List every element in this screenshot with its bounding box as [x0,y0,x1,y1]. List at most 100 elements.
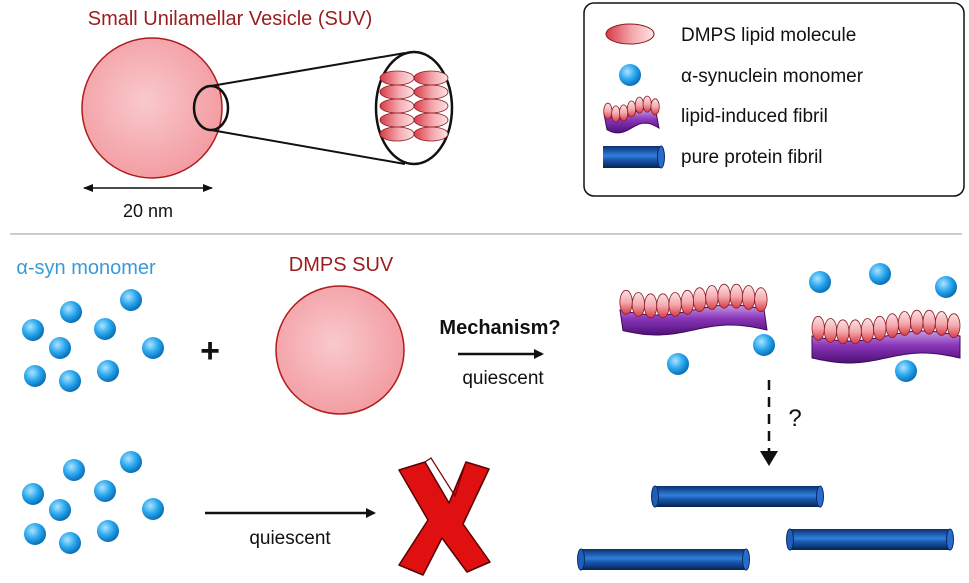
lipid-molecule [379,112,415,128]
plus-sign: + [200,332,220,370]
monomer [895,360,917,382]
suv-vesicle [81,37,223,179]
monomer [120,289,142,311]
monomer [22,319,44,341]
lipid-molecule [379,126,415,142]
fibril-band [619,304,768,336]
monomer [59,370,81,392]
pure-protein-fibril [651,485,824,508]
lipid-molecule [823,318,838,343]
monomer [24,523,46,545]
monomer-icon [619,64,641,86]
legend-label-lipid: DMPS lipid molecule [681,25,856,46]
monomer [49,337,71,359]
lipid-molecule [626,100,637,118]
monomer-cluster-top [22,289,164,392]
monomer-cluster-bottom [22,451,164,554]
lipid-molecule [650,98,660,116]
lipid-molecule [910,309,924,335]
lipid-molecule [692,287,707,313]
mechanism-label: Mechanism? [439,317,560,339]
lipid-bilayer-closeup [379,70,449,142]
lipid-molecule [947,313,961,339]
monomer-label: α-syn monomer [16,257,156,279]
monomer [59,532,81,554]
lipid-molecule [922,309,936,335]
monomer [94,318,116,340]
scale-label: 20 nm [123,201,173,221]
lipid-molecule [897,311,912,336]
legend-box [583,2,965,197]
monomer [94,480,116,502]
monomer [667,353,689,375]
lipid-molecule [873,315,887,341]
condition-label-top: quiescent [462,368,544,389]
lipid-molecule [631,292,646,317]
lipid-molecule [379,98,415,114]
lipid-molecule [836,319,850,345]
suv-label: DMPS SUV [289,254,394,276]
lipid-molecule [860,318,875,343]
lipid-molecule [811,315,825,341]
zoom-line-top [210,52,406,87]
lipid-molecule [634,96,645,114]
lipid-induced-fibril [619,283,768,336]
lipid-molecule [413,98,449,114]
lipid-molecule [603,102,613,120]
lipid-molecule [729,283,744,309]
lipid-molecule [680,289,695,315]
lipid-molecule [885,313,899,339]
lipid-molecule [754,287,768,313]
monomer [120,451,142,473]
lipid-molecule [413,126,449,142]
lipid-molecule [618,104,629,122]
lipid-molecule [379,84,415,100]
fibril-band [811,330,961,364]
legend-label-monomer: α-synuclein monomer [681,66,864,87]
lipid-induced-fibril [811,309,961,364]
monomer [753,334,775,356]
dmps-suv [275,285,405,415]
pure-protein-fibril [577,548,750,571]
dashed-arrow-head [760,451,778,466]
lipid-molecule [848,319,862,345]
monomer [809,271,831,293]
monomer [24,365,46,387]
monomer [60,301,82,323]
free-monomers [667,263,957,382]
lipid-molecule-icon [605,23,655,45]
lipid-induced-fibril-icon [603,95,660,134]
lipid-molecule [717,283,731,309]
lipid-molecule [413,84,449,100]
lipid-molecule [668,292,682,317]
monomer [935,276,957,298]
monomer [49,499,71,521]
monomer [142,337,164,359]
lipid-molecule [705,285,719,310]
lipid-molecule [413,112,449,128]
lipid-molecule [642,95,652,113]
lipid-molecule [379,70,415,86]
monomer [142,498,164,520]
question-mark: ? [788,405,801,432]
monomer [869,263,891,285]
suv-title: Small Unilamellar Vesicle (SUV) [88,8,373,30]
lipid-molecule [611,105,621,123]
pure-protein-fibril-icon [603,145,665,169]
lipid-molecule [656,293,670,319]
lipid-molecule [643,293,658,319]
monomer [22,483,44,505]
legend-label-protein-fibril: pure protein fibril [681,147,823,168]
lipid-molecule [619,289,633,315]
condition-label-bottom: quiescent [249,528,331,549]
lipid-molecule [413,70,449,86]
pure-protein-fibril [786,528,954,551]
monomer [97,360,119,382]
lipid-molecule [741,285,756,310]
lipid-molecule [934,311,949,336]
monomer [97,520,119,542]
no-reaction-cross-icon [398,457,491,576]
monomer [63,459,85,481]
